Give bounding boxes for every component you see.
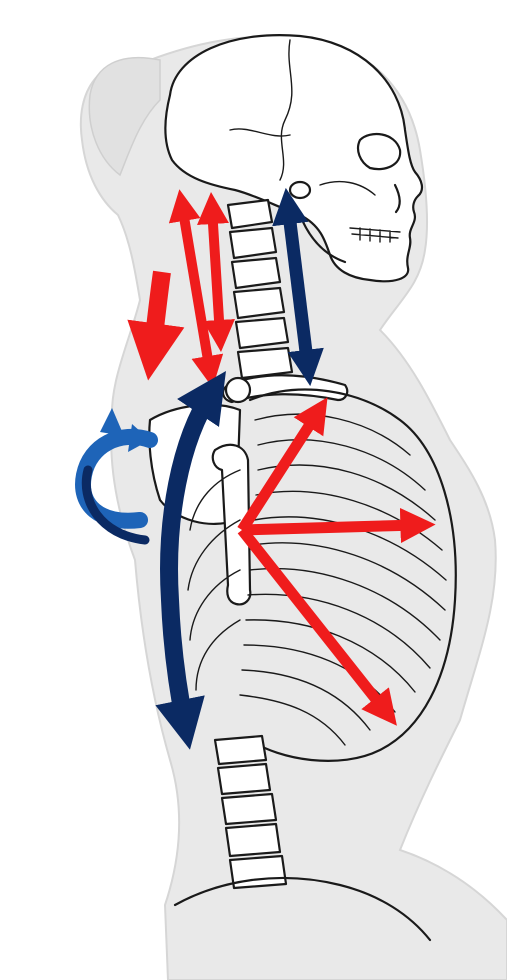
upper-trap-down-arrow [152, 272, 162, 352]
chest-forward-arrow [242, 525, 418, 530]
